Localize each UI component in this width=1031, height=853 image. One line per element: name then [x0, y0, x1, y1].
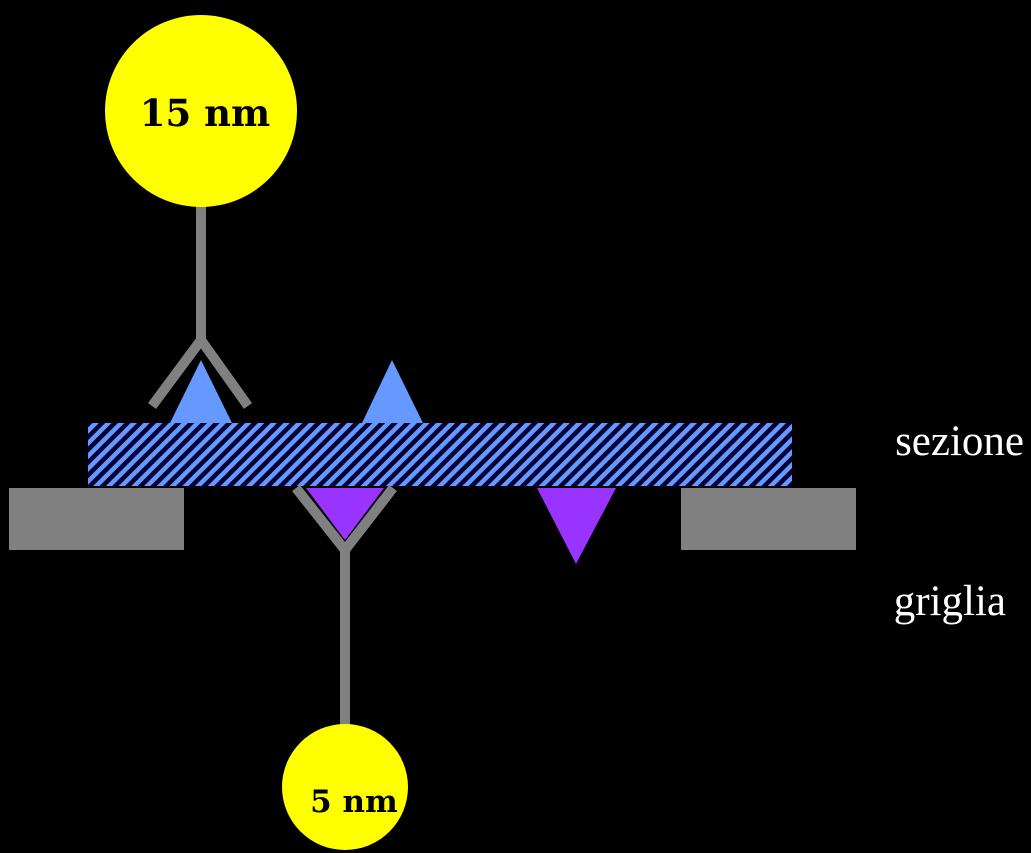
antibody-large — [147, 196, 253, 409]
gold-particle-large-circle — [105, 15, 297, 207]
gold-particle-small-label: 5 nm — [310, 784, 398, 820]
antibody-small-arm-right — [341, 484, 397, 554]
section-label: sezione — [895, 418, 1024, 465]
antibody-small-arm-left — [292, 484, 349, 554]
antibody-large-arm-right — [196, 337, 253, 409]
gold-particle-small: 5 nm — [282, 724, 408, 850]
gold-particle-large: 15 nm — [105, 15, 297, 207]
gold-particle-small-circle — [282, 724, 408, 850]
grid-label: griglia — [894, 578, 1006, 625]
antibody-large-arm-left — [147, 337, 206, 409]
antigen-up-icon — [170, 360, 232, 423]
antigen-down-icon — [306, 488, 384, 540]
grid-bar-right — [681, 488, 856, 550]
section-bar — [88, 423, 792, 486]
antibody-small — [292, 484, 397, 740]
grid-bar-left — [9, 488, 184, 550]
antigen-up-icon — [362, 360, 423, 423]
gold-particle-large-label: 15 nm — [140, 91, 270, 135]
antigen-down-icon — [537, 488, 616, 564]
